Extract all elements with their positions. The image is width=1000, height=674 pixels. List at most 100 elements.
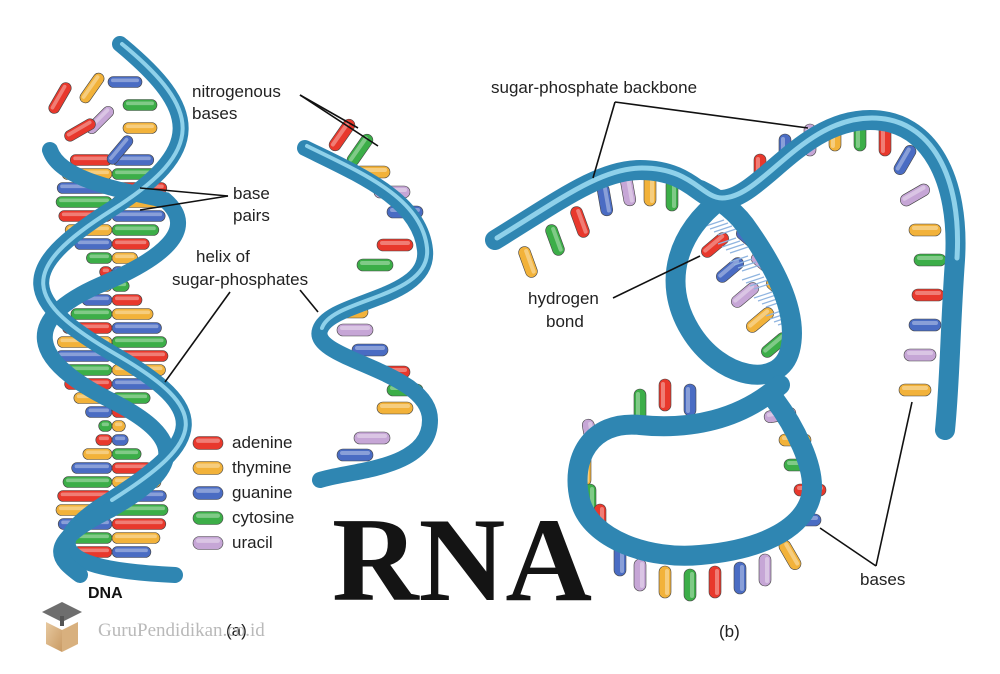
dna-base-right [111,448,142,460]
label-bond: bond [546,312,584,331]
dna-base-right [111,210,166,222]
rna-single-strand [297,118,439,488]
dna-base-right [111,546,152,558]
folded-rna-base [911,288,945,302]
folded-rna-base [778,540,802,570]
hydrogen-bond-line [717,237,737,245]
hydrogen-bond-line [713,225,733,233]
folded-rna-base [893,145,917,175]
folded-rna-base [758,553,772,587]
legend-label-thymine: thymine [232,458,292,477]
folded-rna-base [913,253,947,267]
single-strand-base [336,448,374,462]
hydrogen-bond-line [721,240,741,248]
legend-label-guanine: guanine [232,483,293,502]
legend-swatch-adenine [192,436,224,450]
folded-rna-base [908,318,942,332]
dna-strand-2 [36,142,186,583]
dna-base-left [57,490,113,502]
label-bases-b: bases [860,570,905,589]
single-strand-base [376,401,414,415]
leader-nitrogenous-2 [299,94,379,147]
label-hydrogen: hydrogen [528,289,599,308]
dna-base-right [111,532,161,544]
caption-b: (b) [719,622,740,641]
folded-rna-base [518,246,538,278]
hydrogen-bond-line [749,279,769,287]
single-strand-base [353,431,391,445]
dna-loose-base [106,135,134,165]
label-sugar-phosphates: sugar-phosphates [172,270,308,289]
watermark-text: GuruPendidikan.co.id [98,620,265,641]
legend-swatch-guanine [192,486,224,500]
folded-rna-base [683,568,697,602]
dna-base-right [111,336,167,348]
dna-loose-base [122,99,158,111]
folded-rna [485,109,966,602]
hydrogen-bond-line [705,219,725,227]
hydrogen-bond-line [733,258,753,266]
title-rna: RNA [332,493,592,626]
dna-base-left [71,462,113,474]
leader-backbone-1 [592,101,616,179]
folded-rna-base [900,183,930,207]
dna-base-left [82,448,113,460]
watermark: GuruPendidikan.co.id [42,602,265,652]
dna-loose-base [48,82,72,114]
dna-loose-base [107,76,143,88]
legend-swatch-cytosine [192,511,224,525]
dna-base-right [111,294,143,306]
folded-rna-base [633,558,647,592]
hydrogen-bond-line [725,243,745,251]
hydrogen-bond-line [729,255,749,263]
dna-loose-base [64,118,96,142]
hydrogen-bond-line [729,246,749,254]
dna-base-left [85,406,113,418]
folded-rna-base [898,383,932,397]
dna-strand-highlight [41,42,188,502]
folded-rna-base [903,348,937,362]
label-backbone: sugar-phosphate backbone [491,78,697,97]
hydrogen-bond-line [709,222,729,230]
label-base: base [233,184,270,203]
legend-swatch-thymine [192,461,224,475]
dna-base-right [111,434,129,446]
dna-base-left [62,476,113,488]
dna-base-right [111,252,138,264]
legend-label-cytosine: cytosine [232,508,294,527]
folded-rna-base [683,383,697,417]
leader-bases-2 [819,527,877,567]
dna-base-right [111,154,155,166]
label-nitrogenous: nitrogenous [192,82,281,101]
single-strand-base [356,258,394,272]
folded-rna-loop [665,180,802,385]
label-dna: DNA [88,585,123,602]
watermark-logo-icon [42,602,82,652]
folded-rna-highlight [494,115,961,261]
folded-rna-base [633,388,647,422]
dna-base-right [111,322,162,334]
folded-rna-base [701,232,729,258]
folded-rna-lower-loop [567,375,822,566]
folded-rna-base [570,206,590,238]
folded-rna-base [545,224,565,256]
dna-base-left [74,238,113,250]
folded-rna-base [708,565,722,599]
folded-rna-base [746,307,774,333]
hydrogen-bond-line [741,273,761,281]
folded-rna-base [658,565,672,599]
dna-base-right [111,238,150,250]
dna-base-left [69,154,113,166]
dna-loose-base [79,72,105,104]
dna-base-left [98,420,113,432]
hydrogen-bond-line [757,294,777,302]
dna-double-helix [33,36,192,583]
single-strand-base [351,343,389,357]
dna-base-right [111,518,167,530]
leader-helix-1 [164,291,231,383]
label-helix-of: helix of [196,247,250,266]
dna-base-left [95,434,113,446]
single-strand-ribbon [297,140,439,488]
